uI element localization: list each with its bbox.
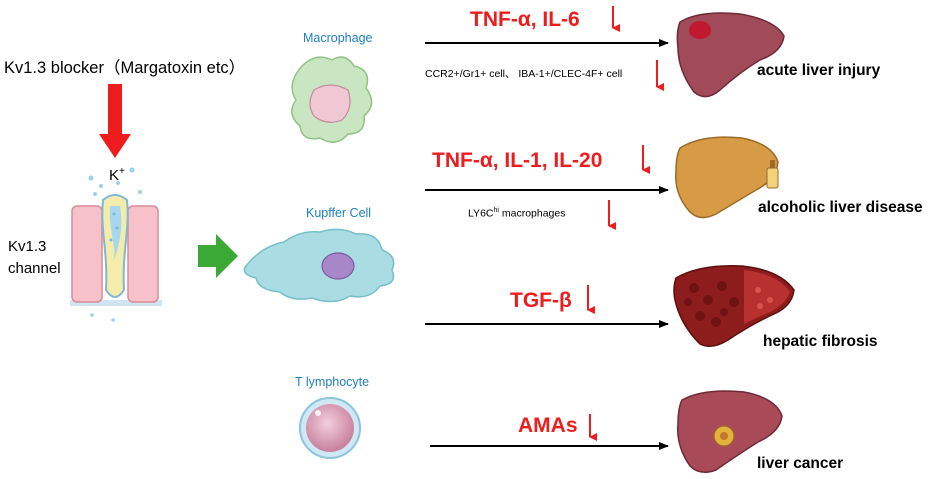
liver-alcoholic-icon <box>675 136 779 219</box>
effect-tnf-il1-il20: TNF-α, IL-1, IL-20 <box>432 149 603 172</box>
effect-tnf-il6: TNF-α, IL-6 <box>470 8 580 31</box>
kupffer-cell-label: Kupffer Cell <box>306 206 372 220</box>
macrophage-illustration <box>291 56 373 143</box>
t-lymphocyte-illustration <box>299 397 361 459</box>
liver-acute-injury-icon <box>676 12 785 98</box>
t-lymphocyte-label: T lymphocyte <box>295 375 370 389</box>
channel-label-line1: Kv1.3 <box>8 238 47 255</box>
outcome-acute-liver-injury: acute liver injury <box>757 62 881 79</box>
kv13-channel-illustration <box>70 167 162 322</box>
macrophage-label: Macrophage <box>303 31 373 45</box>
detail-ly6c-superscript: hi <box>493 207 499 214</box>
channel-label-line2: channel <box>8 260 61 277</box>
detail-ly6c-macrophages: LY6Chi macrophages <box>468 207 566 220</box>
detail-ccr2-iba1-cells: CCR2+/Gr1+ cell、 IBA-1+/CLEC-4F+ cell <box>425 68 623 80</box>
channel-label: Kv1.3 channel <box>8 236 61 280</box>
potassium-ion-base: K <box>109 167 120 184</box>
outcome-alcoholic-liver-disease: alcoholic liver disease <box>758 199 923 216</box>
effect-amas: AMAs <box>518 414 578 437</box>
potassium-ion-label: K+ <box>109 166 125 184</box>
effect-tgf-beta: TGF-β <box>510 289 572 312</box>
potassium-ion-charge: + <box>119 166 125 177</box>
liver-fibrosis-icon <box>673 265 795 347</box>
green-arrow <box>198 234 238 278</box>
detail-ly6c-rest: macrophages <box>498 207 566 220</box>
outcome-hepatic-fibrosis: hepatic fibrosis <box>763 333 878 350</box>
outcome-liver-cancer: liver cancer <box>757 455 844 472</box>
kupffer-cell-illustration <box>243 228 395 303</box>
down-arrow-red <box>99 84 131 158</box>
blocker-label: Kv1.3 blocker（Margatoxin etc） <box>4 59 246 77</box>
liver-cancer-icon <box>677 390 783 473</box>
detail-ly6c-base: LY6C <box>468 207 494 220</box>
